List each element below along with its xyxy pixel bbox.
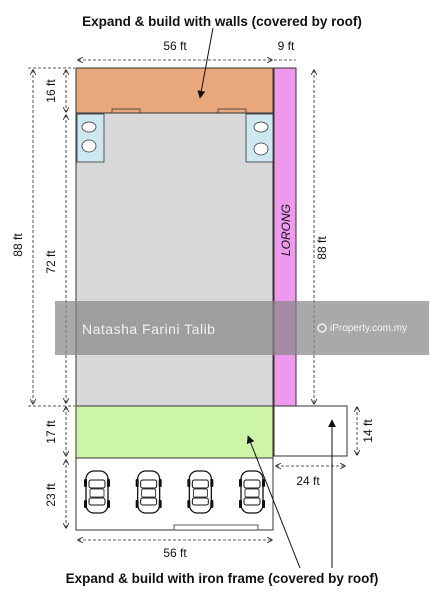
- rear-extension-depth-label: 16 ft: [44, 79, 58, 103]
- top-width-label: 56 ft: [163, 39, 187, 53]
- car-icon: [83, 470, 111, 514]
- car-icon: [186, 470, 214, 514]
- toilet-icon: [81, 121, 97, 133]
- bottom-width-dimension: 56 ft: [78, 540, 272, 560]
- front-extension-depth-label: 17 ft: [44, 420, 58, 444]
- side-extension-box: [273, 405, 348, 457]
- watermark-left: Natasha Farini Talib: [82, 321, 215, 337]
- main-house-depth-label: 72 ft: [44, 250, 58, 274]
- car-icon: [135, 470, 163, 514]
- sink-icon: [253, 142, 269, 156]
- rear-extension: [75, 67, 274, 114]
- lane-width-label: 9 ft: [278, 39, 295, 53]
- watermark-right: iProperty.com.my: [317, 323, 407, 334]
- right-total-height-label: 88 ft: [315, 236, 329, 260]
- porch-depth-label: 23 ft: [44, 483, 58, 507]
- front-extension-depth-dimension: 17 ft: [44, 407, 66, 456]
- top-width-dimension: 56 ft: [78, 39, 272, 60]
- bathroom-right: [245, 113, 274, 163]
- svg-text:iProperty.com.my: iProperty.com.my: [330, 323, 407, 334]
- right-total-height-dimension: 88 ft: [314, 70, 329, 404]
- main-house-depth-dimension: 72 ft: [44, 115, 66, 403]
- sink-icon: [81, 139, 97, 153]
- bottom-caption: Expand & build with iron frame (covered …: [66, 571, 379, 586]
- rear-extension-depth-dimension: 16 ft: [44, 70, 66, 112]
- location-pin-icon: [317, 323, 327, 333]
- side-box-height-dimension: 14 ft: [357, 407, 375, 455]
- left-total-height-dimension: 88 ft: [11, 67, 75, 407]
- bottom-width-label: 56 ft: [163, 546, 187, 560]
- top-caption: Expand & build with walls (covered by ro…: [82, 14, 362, 29]
- main-house: [75, 112, 274, 407]
- car-icon: [238, 470, 266, 514]
- bottom-caption-pointer-front: [246, 435, 301, 569]
- gate: [173, 524, 259, 531]
- side-box-height-label: 14 ft: [361, 419, 375, 443]
- lane-label: LORONG: [279, 204, 293, 256]
- side-box-width-label: 24 ft: [296, 474, 320, 488]
- porch-depth-dimension: 23 ft: [44, 460, 66, 528]
- bathroom-left: [76, 113, 105, 163]
- front-extension: [75, 405, 274, 459]
- toilet-icon: [253, 121, 269, 133]
- lane-width-dimension: 9 ft: [274, 39, 296, 61]
- top-caption-pointer: [197, 27, 214, 99]
- watermark-band: [55, 301, 429, 355]
- side-box-width-dimension: 24 ft: [276, 466, 345, 488]
- car-porch: [75, 457, 274, 531]
- left-total-height-label: 88 ft: [11, 233, 25, 257]
